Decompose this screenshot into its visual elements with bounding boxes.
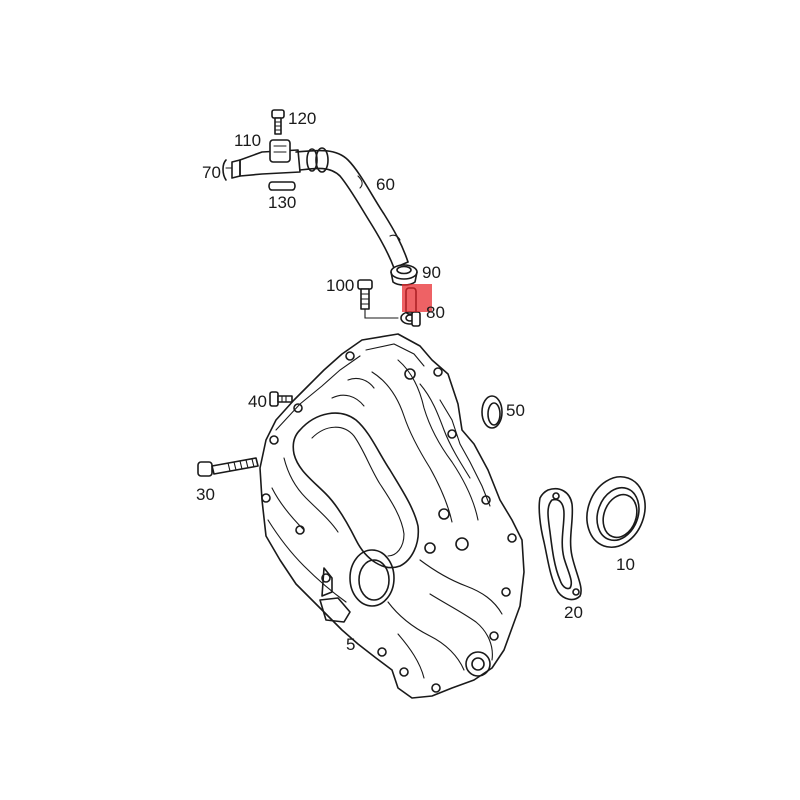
callout-30: 30: [196, 485, 215, 504]
callout-labels: 120 110 70 130 60 90 100 80 40 50 30 10 …: [196, 109, 635, 654]
callout-50: 50: [506, 401, 525, 420]
highlight-marker-80: [402, 284, 432, 312]
callout-120: 120: [288, 109, 316, 128]
elbow-90[interactable]: [390, 264, 418, 286]
clip-130[interactable]: [268, 181, 296, 191]
hose-connector-70[interactable]: [222, 149, 301, 181]
callout-10: 10: [616, 555, 635, 574]
callout-5: 5: [346, 635, 355, 654]
callout-20: 20: [564, 603, 583, 622]
callout-70: 70: [202, 163, 221, 182]
callout-80: 80: [426, 303, 445, 322]
callout-90: 90: [422, 263, 441, 282]
bolt-120[interactable]: [271, 109, 285, 135]
bolt-40[interactable]: [269, 391, 293, 407]
callout-100: 100: [326, 276, 354, 295]
bolt-100[interactable]: [357, 279, 399, 319]
bolt-30[interactable]: [197, 457, 259, 477]
callout-110: 110: [234, 131, 261, 150]
callout-130: 130: [268, 193, 296, 212]
timing-case-cover-5[interactable]: [259, 333, 525, 699]
callout-60: 60: [376, 175, 395, 194]
seal-50[interactable]: [481, 395, 503, 429]
breather-hose-60[interactable]: [295, 147, 409, 269]
clamp-110[interactable]: [269, 139, 291, 163]
gasket-20[interactable]: [538, 488, 582, 601]
callout-40: 40: [248, 392, 267, 411]
oil-seal-10[interactable]: [577, 469, 654, 556]
